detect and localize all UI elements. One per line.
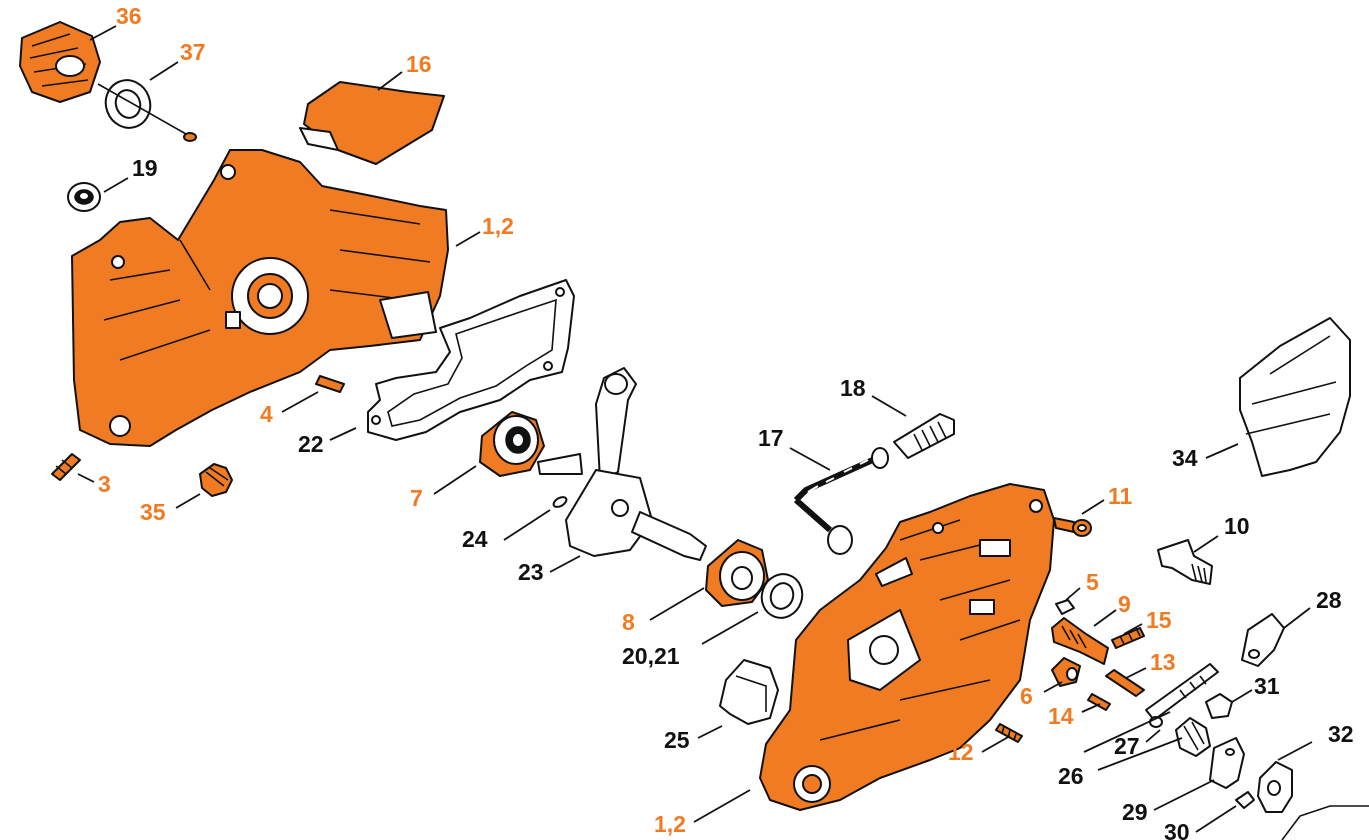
label-20-21: 20,21 — [622, 643, 680, 669]
part-5-screw — [1055, 599, 1075, 615]
part-4-pin — [315, 375, 345, 393]
label-23: 23 — [518, 559, 544, 585]
leader-lines — [77, 25, 1313, 833]
part-32-cover — [1257, 761, 1293, 813]
part-15-spring — [1111, 627, 1145, 649]
part-9-pump — [1051, 617, 1109, 665]
part-36-rotor — [19, 21, 101, 103]
part-14-spring — [1087, 693, 1111, 711]
part-8-bearing — [705, 539, 769, 607]
part-28-bracket — [1241, 613, 1285, 667]
part-16-baffle — [299, 81, 445, 165]
label-31: 31 — [1254, 673, 1280, 699]
part-13-pin — [1105, 669, 1145, 697]
label-13: 13 — [1150, 649, 1176, 675]
part-17-hose — [793, 447, 889, 555]
label-35: 35 — [140, 499, 166, 525]
label-11: 11 — [1108, 483, 1133, 509]
label-18: 18 — [840, 375, 866, 401]
label-36: 36 — [116, 3, 142, 29]
label-16: 16 — [406, 51, 432, 77]
part-6-sleeve — [1051, 657, 1081, 687]
part-edge-outline — [1281, 805, 1369, 840]
label-3: 3 — [98, 471, 111, 497]
part-1-2-crankcase-left — [71, 149, 449, 447]
label-5: 5 — [1086, 569, 1099, 595]
label-7: 7 — [410, 485, 423, 511]
label-34: 34 — [1172, 445, 1198, 471]
part-35-fitting — [199, 463, 233, 497]
label-25: 25 — [664, 727, 690, 753]
part-30-screw — [1235, 791, 1255, 809]
label-37: 37 — [180, 39, 206, 65]
label-24: 24 — [462, 526, 488, 552]
part-22-gasket — [367, 279, 575, 441]
label-8: 8 — [622, 609, 635, 635]
part-18-filter — [893, 413, 955, 459]
part-1-2-crankcase-right — [759, 483, 1055, 811]
part-25-bracket — [719, 659, 779, 725]
part-26-gear — [1175, 717, 1211, 757]
label-28: 28 — [1316, 587, 1342, 613]
part-11-screw — [1053, 517, 1092, 537]
part-34-plate — [1239, 317, 1351, 477]
label-29: 29 — [1122, 799, 1148, 825]
part-23-crankshaft — [537, 367, 707, 561]
part-31-fitting — [1205, 693, 1233, 719]
part-3-stud — [51, 453, 81, 481]
label-9: 9 — [1118, 591, 1131, 617]
part-7-bearing — [479, 411, 545, 477]
label-1-2-top: 1,2 — [482, 213, 514, 239]
label-26: 26 — [1058, 763, 1084, 789]
label-15: 15 — [1146, 607, 1172, 633]
part-37-gasket — [97, 79, 197, 142]
label-10: 10 — [1224, 513, 1250, 539]
label-1-2-bottom: 1,2 — [654, 811, 686, 837]
part-12-spring — [995, 723, 1023, 743]
label-22: 22 — [298, 431, 324, 457]
label-27: 27 — [1114, 733, 1140, 759]
label-14: 14 — [1048, 703, 1074, 729]
part-20-21-seal — [760, 573, 804, 619]
label-6: 6 — [1020, 683, 1033, 709]
label-17: 17 — [758, 425, 784, 451]
part-19-seal — [67, 182, 101, 212]
label-30: 30 — [1164, 819, 1190, 840]
label-32: 32 — [1328, 721, 1354, 747]
part-27-adjuster — [1145, 663, 1219, 728]
part-10-stud — [1157, 539, 1213, 585]
label-4: 4 — [260, 401, 273, 427]
label-12: 12 — [948, 739, 974, 765]
label-19: 19 — [132, 155, 158, 181]
part-29-plate — [1209, 737, 1245, 789]
part-24-key — [552, 496, 568, 508]
